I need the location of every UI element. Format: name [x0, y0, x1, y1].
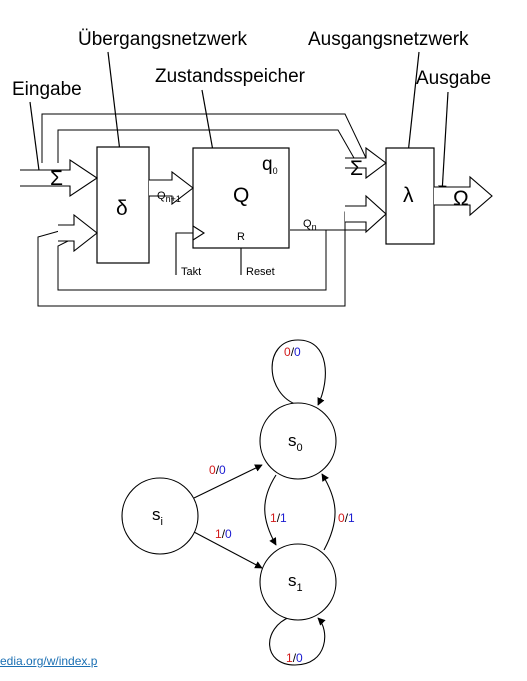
- delta-block: [96, 146, 150, 264]
- state-s1-label: s1: [288, 571, 303, 594]
- bus-inner-bottom: [57, 230, 327, 291]
- pointer-output-network: [403, 51, 420, 164]
- edge-label-si-to-s1: 1/0: [215, 527, 232, 541]
- label-state-memory: Zustandsspeicher: [155, 66, 306, 87]
- label-output: Ausgabe: [416, 68, 491, 89]
- reset-label: Reset: [246, 266, 275, 278]
- edge-si-to-s0: [193, 464, 263, 499]
- pointer-transition-network: [107, 51, 125, 161]
- sigma-output-symbol: Σ: [350, 157, 363, 180]
- label-transition-network: Übergangsnetzwerk: [78, 29, 247, 50]
- delta-symbol: δ: [116, 197, 128, 220]
- state-s1: [259, 543, 337, 621]
- source-link[interactable]: edia.org/w/index.p: [0, 654, 98, 668]
- lambda-block: [385, 147, 435, 245]
- block-diagram: Übergangsnetzwerk Ausgangsnetzwerk Einga…: [12, 29, 493, 307]
- edge-s1-to-s0: [321, 473, 336, 551]
- q-next-label: Qn+1: [157, 190, 181, 204]
- edge-label-s0-to-s1: 1/1: [270, 511, 287, 525]
- label-input: Eingabe: [12, 79, 82, 100]
- edge-s1-loop: [269, 616, 326, 666]
- sigma-input-symbol: Σ: [50, 167, 63, 190]
- clock-label: Takt: [181, 266, 201, 278]
- pointer-output: [438, 91, 449, 194]
- edge-label-s1-loop: 1/0: [286, 651, 303, 665]
- arrow-state-to-lambda: [345, 194, 387, 234]
- state-memory-block: [192, 147, 290, 249]
- clock-line: [175, 232, 193, 275]
- state-q-symbol: Q: [233, 184, 249, 207]
- qn-label: Qn: [303, 218, 317, 232]
- bus-outer-top: [41, 113, 367, 163]
- edge-s0-to-s1: [264, 474, 277, 546]
- edge-label-s1-to-s0: 0/1: [338, 511, 355, 525]
- omega-symbol: Ω: [453, 187, 469, 210]
- state-s0-label: s0: [288, 431, 303, 454]
- lambda-symbol: λ: [403, 184, 414, 207]
- bus-inner-top: [57, 129, 359, 166]
- arrow-sigma-to-lambda: [345, 146, 387, 180]
- edge-si-to-s1: [193, 531, 263, 569]
- q0-label: q0: [262, 154, 278, 176]
- arrow-input-to-delta: [20, 158, 98, 198]
- state-initial-label: si: [152, 505, 163, 528]
- arrow-feedback-to-delta: [58, 213, 98, 253]
- arrow-output: [434, 175, 493, 217]
- clock-triangle: [192, 225, 206, 241]
- reset-pin-label: R: [237, 231, 245, 243]
- label-output-network: Ausgangsnetzwerk: [308, 29, 469, 50]
- edge-label-s0-loop: 0/0: [284, 345, 301, 359]
- pointer-input: [29, 101, 44, 179]
- state-s0: [259, 402, 337, 480]
- edge-s0-loop: [271, 339, 326, 406]
- state-initial: [121, 477, 199, 555]
- edge-label-si-to-s0: 0/0: [209, 463, 226, 477]
- arrow-delta-to-state: [149, 170, 194, 206]
- state-diagram: s0 si s1 0/0 0/0 1/0 1/1 0/1 1/0: [121, 339, 355, 666]
